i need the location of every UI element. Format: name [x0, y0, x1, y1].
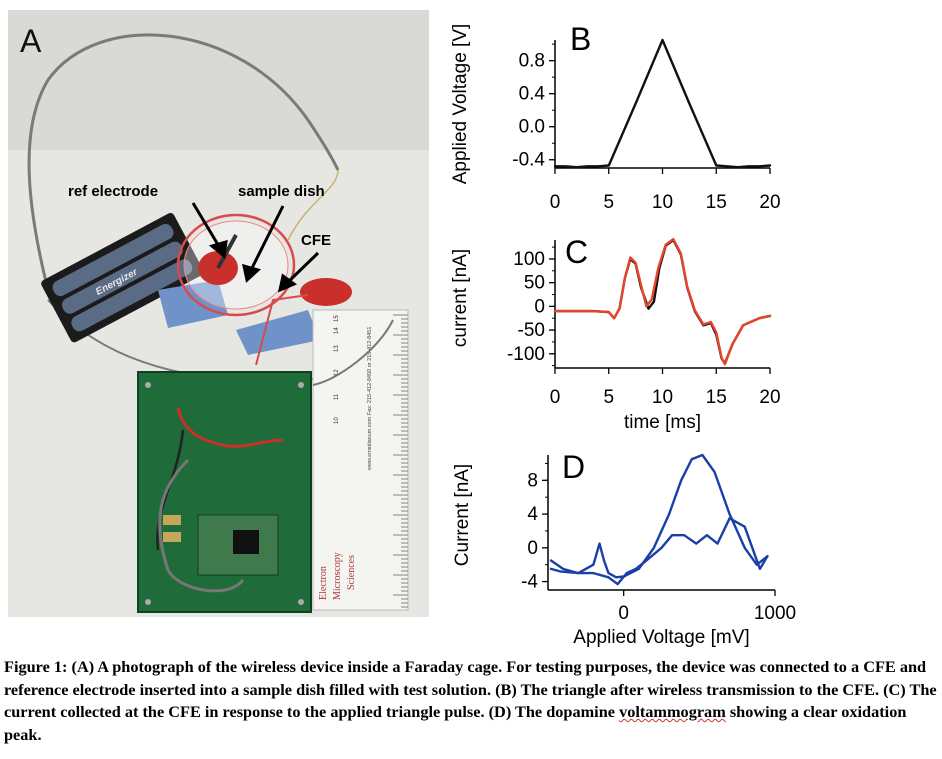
x-tick-label: 1000 — [754, 603, 796, 624]
y-tick-label: 0.8 — [519, 51, 545, 72]
panel-letter: C — [565, 234, 588, 270]
battery-pack: Energizer — [41, 212, 204, 343]
blue-tape-left — [158, 280, 228, 328]
y-tick-label: -0.4 — [512, 150, 545, 171]
circuit-board — [137, 371, 312, 613]
y-axis-label: Applied Voltage [V] — [450, 24, 471, 185]
antenna-wire — [27, 33, 340, 291]
svg-text:11: 11 — [334, 393, 340, 400]
cfe-clay — [300, 278, 352, 306]
arrow-sample-dish — [249, 205, 285, 271]
svg-text:14: 14 — [334, 327, 340, 334]
x-tick-label: 15 — [706, 387, 727, 408]
series-line — [549, 453, 769, 579]
series-line — [549, 517, 769, 586]
label-sample-dish: sample dish — [238, 183, 325, 200]
chip — [233, 530, 259, 554]
sample-dish — [176, 213, 296, 317]
blue-tape-right — [236, 310, 320, 355]
label-cfe: CFE — [301, 232, 331, 249]
series-line — [553, 237, 772, 366]
y-tick-label: 100 — [513, 249, 545, 270]
y-tick-label: -50 — [518, 320, 545, 341]
svg-text:10: 10 — [334, 417, 340, 424]
x-tick-label: 0 — [550, 387, 561, 408]
svg-text:12: 12 — [334, 369, 340, 376]
x-tick-label: 5 — [603, 192, 614, 213]
x-tick-label: 15 — [706, 192, 727, 213]
x-tick-label: 20 — [759, 192, 780, 213]
figure-panels: B -0.4 0.0 0.4 0.8 0 5 10 15 20 Applied Voltage [V… — [450, 21, 796, 648]
panel-letter: B — [570, 21, 591, 57]
caption-text: Figure 1: (A) A photograph of the wirele… — [4, 657, 937, 721]
svg-text:13: 13 — [334, 345, 340, 352]
y-tick-label: 0.4 — [519, 84, 546, 105]
svg-text:Sciences: Sciences — [346, 555, 357, 590]
y-tick-label: 0 — [534, 296, 545, 317]
x-tick-label: 0 — [618, 603, 629, 624]
y-axis-label: Current [nA] — [452, 464, 473, 566]
panel-b-chart: B -0.4 0.0 0.4 0.8 0 5 10 15 20 Applied Voltage [V… — [450, 21, 781, 213]
y-axis-label: current [nA] — [450, 249, 471, 347]
ruler: Electron Microscopy Sciences www.emsdias… — [312, 309, 409, 611]
y-tick-label: 0.0 — [519, 117, 545, 138]
x-tick-label: 20 — [759, 387, 780, 408]
series-line — [553, 38, 772, 169]
figure-caption: Figure 1: (A) A photograph of the wirele… — [4, 656, 938, 746]
ref-electrode — [216, 234, 238, 269]
svg-text:Electron: Electron — [318, 566, 329, 600]
device-photo: Energizer Electron Microscopy Sciences w… — [8, 10, 429, 617]
label-ref-electrode: ref electrode — [68, 183, 158, 200]
panel-a-letter: A — [20, 23, 42, 59]
panel-d-chart: D -4 0 4 8 0 1000 Current [nA] Applied Voltage [… — [452, 449, 796, 648]
x-axis-label: time [ms] — [624, 412, 701, 433]
x-tick-label: 10 — [652, 387, 673, 408]
arrow-ref-electrode — [191, 202, 222, 249]
y-tick-label: -100 — [507, 344, 545, 365]
caption-underlined-word: voltammogram — [619, 702, 726, 721]
x-tick-label: 10 — [652, 192, 673, 213]
y-tick-label: 8 — [527, 470, 538, 491]
svg-text:15: 15 — [334, 315, 340, 322]
arrow-cfe — [285, 251, 320, 285]
y-tick-label: -4 — [521, 572, 538, 593]
y-tick-label: 0 — [527, 538, 538, 559]
svg-text:www.emsdiasum.com Fax: 215-41: www.emsdiasum.com Fax: 215-412-8450 or 2… — [367, 327, 373, 471]
svg-text:Microscopy: Microscopy — [332, 552, 343, 600]
panel-letter: D — [562, 449, 585, 485]
y-tick-label: 4 — [527, 504, 538, 525]
annotation-arrows — [191, 202, 320, 293]
x-tick-label: 0 — [550, 192, 561, 213]
caption-text-end: showing a clear oxidation peak. — [4, 702, 907, 744]
x-tick-label: 5 — [603, 387, 614, 408]
y-tick-label: 50 — [524, 273, 545, 294]
x-axis-label: Applied Voltage [mV] — [573, 627, 749, 648]
